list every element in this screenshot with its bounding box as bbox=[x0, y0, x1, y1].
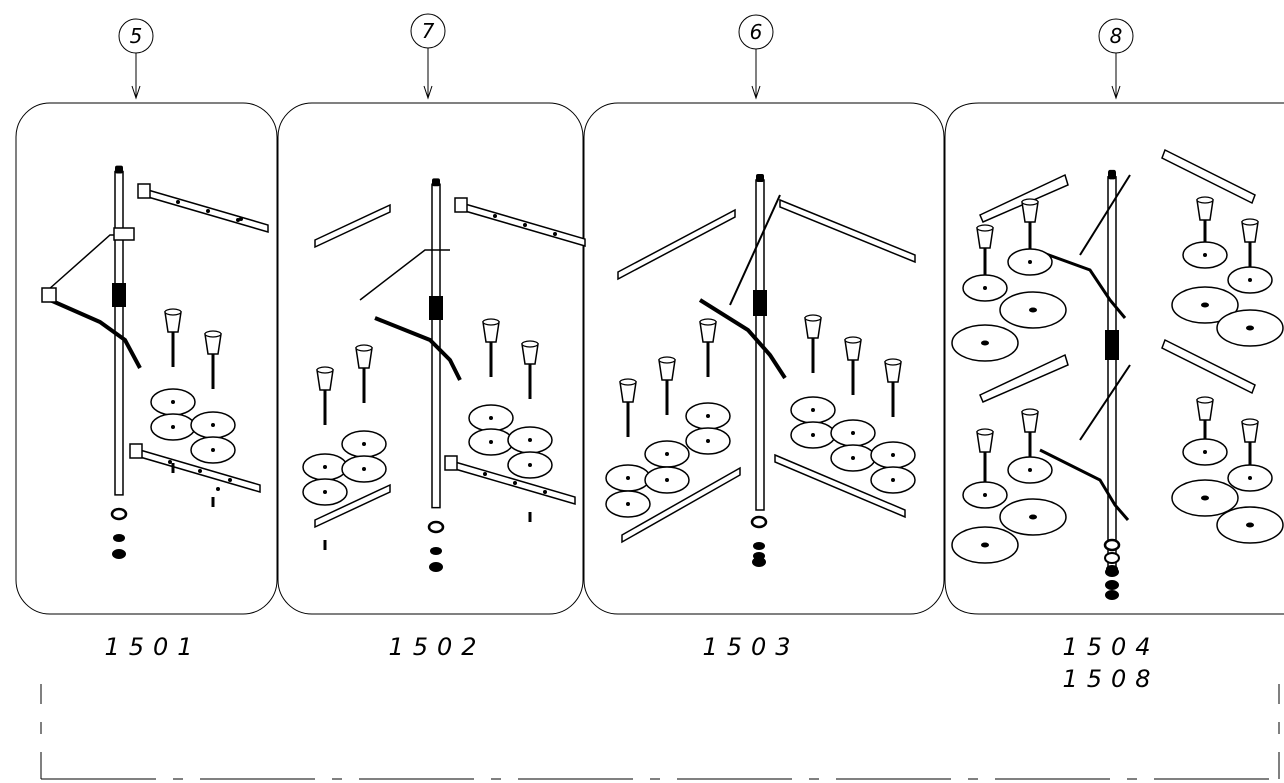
callout-6: 6 bbox=[738, 14, 774, 100]
callout-8: 8 bbox=[1098, 18, 1134, 100]
thread-stand-1504-1508 bbox=[951, 148, 1284, 600]
callout-label: 6 bbox=[750, 20, 763, 44]
model-number-1508: 1508 bbox=[1062, 665, 1159, 693]
callout-7: 7 bbox=[410, 13, 446, 100]
callout-label: 7 bbox=[422, 19, 435, 43]
model-number-1501: 1501 bbox=[104, 633, 201, 661]
callout-5: 5 bbox=[118, 18, 154, 100]
model-number-1503: 1503 bbox=[702, 633, 799, 661]
grouping-bracket bbox=[40, 684, 1284, 780]
panel-1501 bbox=[15, 102, 278, 615]
thread-stand-1501 bbox=[41, 164, 269, 561]
thread-stand-1503 bbox=[605, 173, 916, 569]
callout-label: 5 bbox=[130, 24, 143, 48]
thread-stand-1502 bbox=[302, 177, 586, 574]
model-number-1504: 1504 bbox=[1062, 633, 1159, 661]
panel-1502 bbox=[277, 102, 584, 615]
model-number-1502: 1502 bbox=[388, 633, 485, 661]
callout-label: 8 bbox=[1110, 24, 1123, 48]
